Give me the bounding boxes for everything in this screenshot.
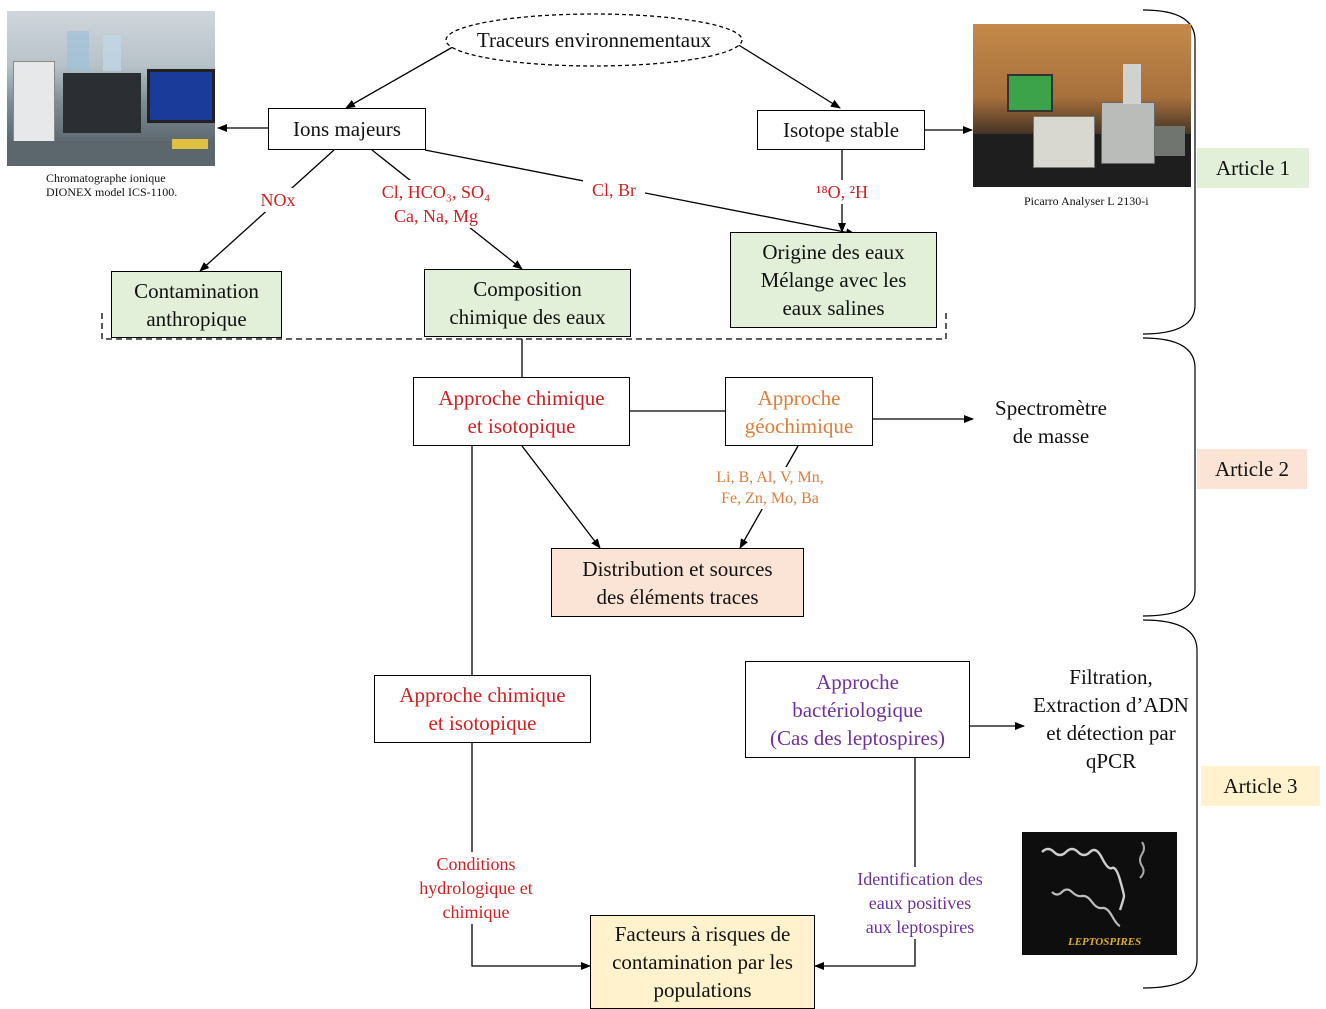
contamination-line-2: anthropique bbox=[146, 306, 247, 331]
distribution-line-1: Distribution et sources bbox=[582, 556, 773, 581]
dashed-ellipse-shape bbox=[445, 13, 743, 67]
brace-article-1 bbox=[1142, 9, 1196, 335]
brace-article-2 bbox=[1142, 337, 1196, 617]
trace-elements-label: Li, B, Al, V, Mn, Fe, Zn, Mo, Ba bbox=[703, 467, 837, 509]
brace-article-3 bbox=[1142, 619, 1198, 989]
filtration-line-1: Filtration, bbox=[1069, 665, 1153, 689]
traceurs-node: Traceurs environnementaux bbox=[444, 12, 744, 68]
approche-bact-line-2: bactériologique bbox=[792, 697, 923, 722]
conditions-label: Conditions hydrologique et chimique bbox=[398, 852, 554, 924]
distribution-line-2: des éléments traces bbox=[596, 584, 759, 609]
article-2-tag: Article 2 bbox=[1197, 449, 1307, 489]
spectrometre-line-1: Spectromètre bbox=[995, 396, 1107, 420]
ions-list-line-2: Ca, Na, Mg bbox=[394, 206, 478, 226]
approche-geochimique-box: Approche géochimique bbox=[725, 377, 873, 446]
ions-list-label: Cl, HCO₃, SO₄ Ca, Na, Mg bbox=[368, 180, 504, 228]
approche-chimique-1-line-1: Approche chimique bbox=[438, 385, 605, 410]
identification-line-3: aux leptospires bbox=[865, 917, 975, 937]
origine-line-3: eaux salines bbox=[782, 296, 885, 320]
arrow-bact-facteurs bbox=[814, 758, 916, 970]
approche-bact-line-1: Approche bbox=[816, 669, 899, 694]
nox-label: NOx bbox=[252, 188, 304, 212]
chromatographe-caption-1: Chromatographe ionique bbox=[46, 171, 166, 185]
facteurs-line-1: Facteurs à risques de bbox=[614, 922, 791, 946]
chromatographe-photo bbox=[7, 11, 215, 166]
cl-br-label: Cl, Br bbox=[583, 178, 645, 202]
origine-box: Origine des eaux Mélange avec les eaux s… bbox=[730, 232, 937, 328]
facteurs-line-2: contamination par les bbox=[612, 950, 793, 974]
spectrometre-line-2: de masse bbox=[1012, 424, 1090, 448]
identification-line-2: eaux positives bbox=[868, 893, 972, 913]
trace-elements-line-1: Li, B, Al, V, Mn, bbox=[716, 469, 824, 486]
identification-label: Identification des eaux positives aux le… bbox=[838, 867, 1002, 939]
approche-chimique-2-line-2: et isotopique bbox=[428, 711, 537, 735]
isotope-stable-box: Isotope stable bbox=[757, 110, 925, 150]
filtration-line-4: qPCR bbox=[1085, 749, 1137, 773]
article-1-tag: Article 1 bbox=[1197, 148, 1309, 188]
approche-chimique-box-1: Approche chimique et isotopique bbox=[413, 377, 630, 446]
contamination-box: Contamination anthropique bbox=[111, 271, 282, 338]
chromatographe-caption-2: DIONEX model ICS-1100. bbox=[46, 185, 178, 199]
leptospires-squiggle-icon bbox=[1041, 841, 1145, 928]
conditions-line-2: hydrologique et bbox=[419, 878, 533, 898]
composition-line-1: Composition bbox=[473, 277, 582, 301]
composition-line-2: chimique des eaux bbox=[449, 305, 606, 329]
ions-majeurs-label: Ions majeurs bbox=[293, 117, 401, 141]
isotopes-label: ¹⁸O, ²H bbox=[808, 180, 876, 204]
approche-chimique-1-line-2: et isotopique bbox=[467, 413, 576, 438]
identification-line-1: Identification des bbox=[857, 869, 983, 889]
origine-line-2: Mélange avec les bbox=[760, 268, 907, 292]
dashed-group-bracket bbox=[101, 313, 947, 340]
article-3-tag: Article 3 bbox=[1201, 766, 1320, 806]
filtration-line-2: Extraction d’ADN bbox=[1033, 693, 1189, 717]
spectrometre-label: Spectromètre de masse bbox=[978, 394, 1124, 450]
traceurs-label: Traceurs environnementaux bbox=[476, 27, 712, 52]
filtration-label: Filtration, Extraction d’ADN et détectio… bbox=[1025, 663, 1197, 775]
ions-list-line-1: Cl, HCO₃, SO₄ bbox=[381, 182, 491, 202]
picarro-photo bbox=[973, 24, 1191, 187]
arrow-traceurs-ions bbox=[345, 43, 459, 109]
approche-bact-line-3: (Cas des leptospires) bbox=[770, 725, 945, 750]
filtration-line-3: et détection par bbox=[1046, 721, 1176, 745]
arrow-chim-distribution bbox=[521, 445, 601, 549]
conditions-line-1: Conditions bbox=[436, 854, 516, 874]
isotope-stable-label: Isotope stable bbox=[782, 118, 900, 142]
picarro-caption: Picarro Analyser L 2130-i bbox=[1024, 194, 1149, 208]
approche-geochimique-line-1: Approche bbox=[757, 385, 841, 410]
contamination-line-1: Contamination bbox=[134, 278, 259, 303]
arrow-traceurs-isotope bbox=[736, 43, 841, 109]
facteurs-box: Facteurs à risques de contamination par … bbox=[590, 915, 815, 1009]
approche-bacteriologique-box: Approche bactériologique (Cas des leptos… bbox=[745, 661, 970, 758]
approche-geochimique-line-2: géochimique bbox=[744, 413, 854, 438]
distribution-box: Distribution et sources des éléments tra… bbox=[551, 548, 804, 617]
leptospires-photo: LEPTOSPIRES bbox=[1022, 832, 1177, 955]
conditions-line-3: chimique bbox=[442, 902, 510, 922]
arrow-chim2-facteurs bbox=[471, 743, 591, 970]
trace-elements-line-2: Fe, Zn, Mo, Ba bbox=[721, 490, 819, 507]
leptospires-caption: LEPTOSPIRES bbox=[1068, 936, 1142, 948]
composition-box: Composition chimique des eaux bbox=[424, 269, 631, 337]
ions-majeurs-box: Ions majeurs bbox=[268, 108, 426, 150]
origine-line-1: Origine des eaux bbox=[762, 240, 905, 264]
facteurs-line-3: populations bbox=[653, 978, 752, 1002]
approche-chimique-box-2: Approche chimique et isotopique bbox=[374, 675, 591, 743]
approche-chimique-2-line-1: Approche chimique bbox=[399, 683, 566, 707]
